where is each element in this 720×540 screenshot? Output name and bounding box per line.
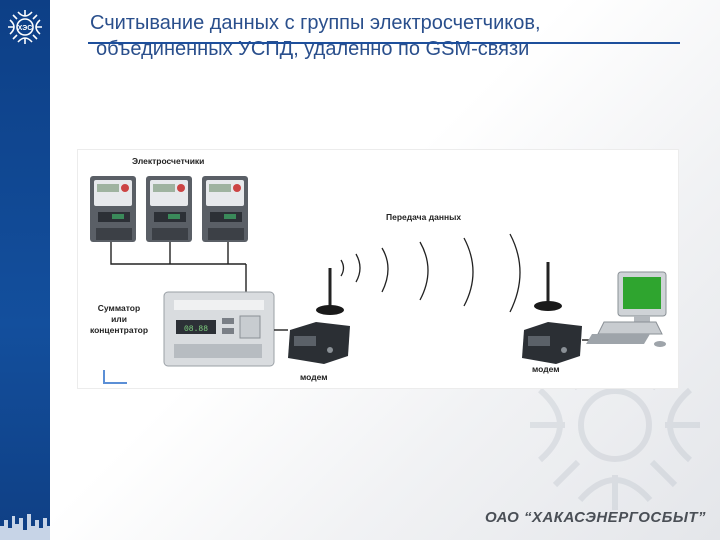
- electricity-meter-icon: [146, 176, 192, 242]
- gsm-modem-icon: [522, 322, 582, 364]
- electricity-meter-icon: [90, 176, 136, 242]
- title-underline: [88, 42, 680, 44]
- left-brand-strip: XЭС: [0, 0, 50, 540]
- skyline-icon: [0, 500, 50, 540]
- concentrator-icon: 08.88: [164, 292, 274, 366]
- slide-title-line2: объединенных УСПД, удаленно по GSM-связи: [90, 36, 690, 62]
- meters-label: Электросчетчики: [132, 156, 204, 166]
- computer-icon: [586, 272, 666, 347]
- data-transfer-label: Передача данных: [386, 212, 461, 222]
- company-footer: ОАО “ХАКАСЭНЕРГОСБЫТ”: [485, 509, 706, 526]
- scheme-diagram: 08.88: [78, 150, 678, 388]
- signal-wave-icon: [341, 234, 520, 312]
- concentrator-display: 08.88: [184, 325, 208, 334]
- summator-label: Сумматор или концентратор: [88, 303, 150, 336]
- modem-right-label: модем: [532, 364, 560, 374]
- summator-label-line1: Сумматор: [88, 303, 150, 314]
- summator-label-line3: концентратор: [88, 325, 150, 336]
- electricity-meter-icon: [202, 176, 248, 242]
- svg-text:XЭС: XЭС: [18, 25, 33, 32]
- antenna-icon: [534, 262, 562, 311]
- logo-icon: XЭС: [4, 6, 46, 48]
- slide-title: Считывание данных с группы электросчетчи…: [90, 10, 690, 62]
- gsm-modem-icon: [288, 322, 350, 364]
- antenna-icon: [316, 268, 344, 315]
- modem-left-label: модем: [300, 372, 328, 382]
- corner-mark: [103, 382, 127, 384]
- slide-title-line1: Считывание данных с группы электросчетчи…: [90, 10, 690, 36]
- scheme-drawing: 08.88: [78, 150, 678, 388]
- summator-label-line2: или: [88, 314, 150, 325]
- wiring-lines: [111, 242, 246, 292]
